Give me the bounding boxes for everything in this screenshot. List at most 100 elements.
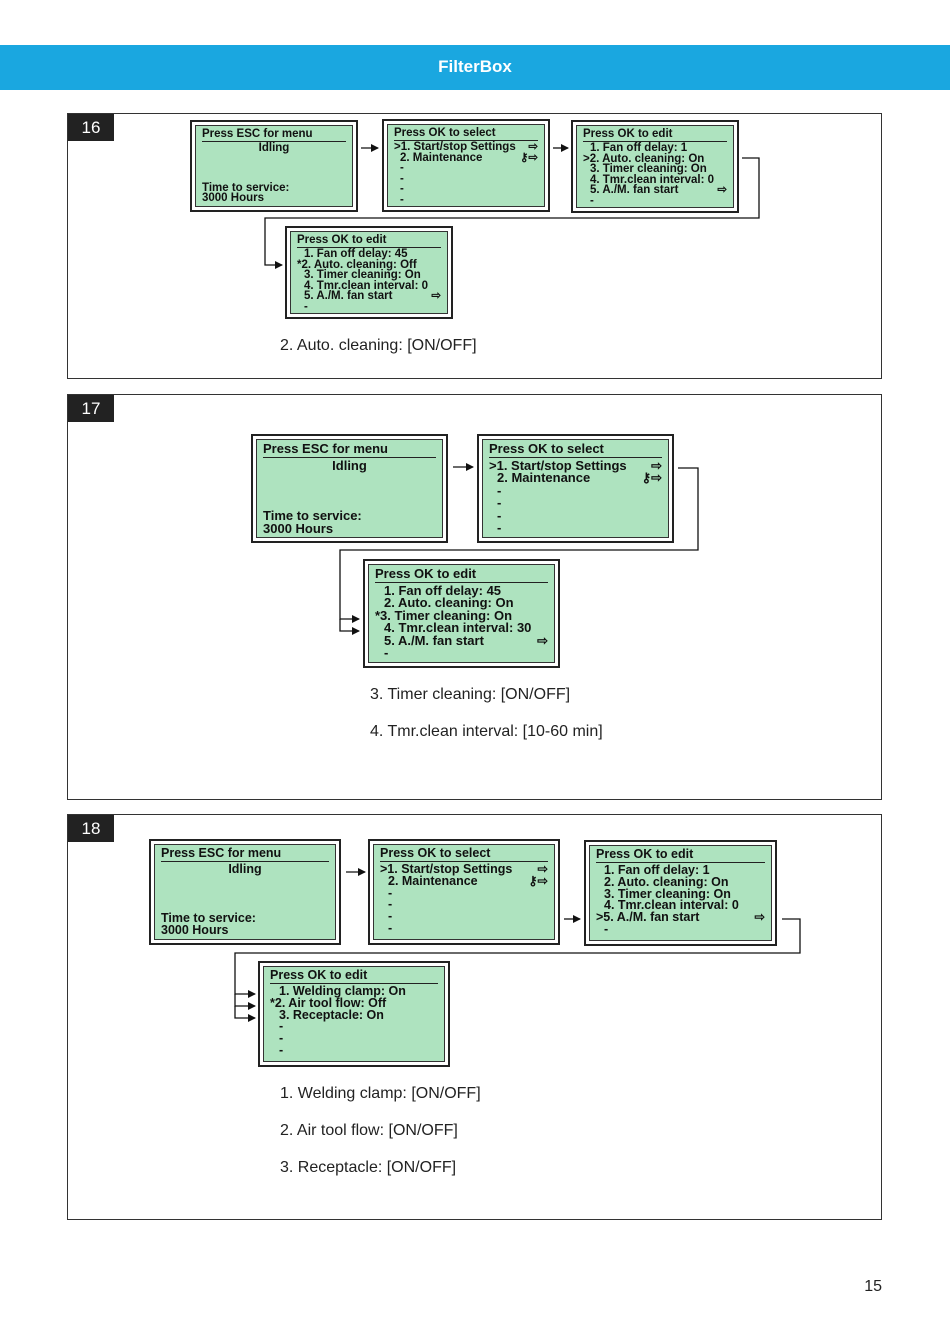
screen-status: Idling [258, 142, 290, 154]
menu-item: - [388, 920, 393, 935]
right-arrow-icon [234, 918, 801, 998]
menu-item: 4. Tmr.clean interval: 30 [384, 620, 532, 636]
menu-item: - [400, 183, 404, 196]
menu-item: >1. Start/stop Settings⇨ [380, 862, 548, 876]
screen-title: Press ESC for menu [263, 441, 436, 458]
step-caption: 3. Timer cleaning: [ON/OFF] [370, 686, 571, 703]
right-arrow-icon [339, 619, 360, 635]
lcd-screen-idle: Press ESC for menu Idling Time to servic… [251, 434, 448, 543]
screen-title: Press ESC for menu [202, 127, 346, 142]
page-number: 15 [864, 1278, 882, 1295]
menu-item: - [388, 885, 393, 900]
right-outline-arrow-icon: ⇨ [537, 862, 548, 876]
menu-item: 1. Fan off delay: 1 [590, 142, 688, 154]
service-value: 3000 Hours [161, 923, 229, 938]
right-outline-arrow-icon: ⇨ [651, 458, 662, 473]
step-number: 18 [68, 815, 114, 842]
menu-item: 4. Tmr.clean interval: 0 [304, 279, 429, 292]
menu-item: 2. Auto. cleaning: On [384, 595, 514, 611]
service-label: Time to service: [202, 181, 290, 194]
step-caption: 1. Welding clamp: [ON/OFF] [280, 1085, 481, 1102]
screen-title: Press OK to select [394, 126, 538, 141]
menu-item-editing: *2. Air tool flow: Off [270, 995, 387, 1010]
key-icon: ⚷⇨ [519, 151, 538, 164]
lcd-screen-edit-menu: Press OK to edit 1. Fan off delay: 1 2. … [584, 840, 777, 946]
screen-title: Press OK to edit [297, 233, 441, 248]
lcd-screen-select-menu: Press OK to select >1. Start/stop Settin… [368, 839, 560, 945]
menu-item: 2. Maintenance⚷⇨ [497, 470, 662, 486]
lcd-screen-edit-menu: Press OK to edit 1. Fan off delay: 1 >2.… [571, 120, 739, 213]
menu-item: 3. Timer cleaning: On [304, 269, 421, 282]
right-arrow-icon [234, 1006, 256, 1022]
step-caption: 3. Receptacle: [ON/OFF] [280, 1159, 457, 1176]
menu-item: >1. Start/stop Settings⇨ [489, 458, 662, 473]
menu-item: 2. Maintenance⚷⇨ [400, 151, 538, 164]
service-value: 3000 Hours [202, 192, 265, 205]
step-caption: 2. Air tool flow: [ON/OFF] [280, 1122, 458, 1139]
menu-item: 3. Timer cleaning: On [604, 886, 731, 901]
step-18-panel: 18 [67, 814, 882, 1220]
menu-item: 1. Fan off delay: 45 [384, 583, 502, 598]
menu-item: 2. Auto. cleaning: On [604, 874, 729, 889]
step-16-panel: 16 [67, 113, 882, 379]
step-number: 17 [68, 395, 114, 422]
menu-item: - [400, 172, 404, 185]
menu-item: 3. Receptacle: On [279, 1007, 384, 1022]
menu-item: - [279, 1019, 284, 1034]
menu-item-selected: >5. A./M. fan start⇨ [596, 910, 765, 925]
step-caption: 2. Auto. cleaning: [ON/OFF] [280, 337, 477, 354]
step-number: 16 [68, 114, 114, 141]
screen-title: Press OK to edit [270, 968, 438, 984]
lcd-screen-edit-timer-cleaning: Press OK to edit 1. Fan off delay: 45 2.… [363, 559, 560, 668]
menu-item: 5. A./M. fan start⇨ [304, 290, 441, 303]
service-label: Time to service: [161, 911, 256, 926]
screen-status: Idling [228, 862, 262, 876]
menu-item: - [400, 162, 404, 175]
screen-title: Press ESC for menu [161, 846, 329, 862]
lcd-screen-edit-options: Press OK to edit 1. Welding clamp: On *2… [258, 961, 450, 1067]
menu-item: - [384, 645, 389, 661]
menu-item: 1. Fan off delay: 1 [604, 863, 710, 877]
header-title: FilterBox [438, 57, 512, 76]
menu-item: 5. A./M. fan start⇨ [384, 632, 548, 648]
menu-item: - [279, 1042, 284, 1057]
right-outline-arrow-icon: ⇨ [754, 910, 765, 925]
menu-item: - [497, 482, 502, 498]
right-outline-arrow-icon: ⇨ [717, 184, 727, 197]
screen-title: Press OK to edit [375, 566, 548, 583]
right-arrow-icon [234, 994, 256, 1010]
key-icon: ⚷⇨ [528, 873, 548, 888]
screen-title: Press OK to select [380, 846, 548, 862]
key-icon: ⚷⇨ [641, 470, 662, 486]
lcd-screen-idle: Press ESC for menu Idling Time to servic… [149, 839, 341, 945]
right-outline-arrow-icon: ⇨ [537, 632, 548, 648]
menu-item-editing: *2. Auto. cleaning: Off [297, 258, 417, 271]
lcd-screen-select-menu: Press OK to select >1. Start/stop Settin… [477, 434, 674, 543]
menu-item: - [590, 194, 594, 207]
lcd-screen-edit-auto-cleaning: Press OK to edit 1. Fan off delay: 45 *2… [285, 226, 453, 319]
menu-item: 4. Tmr.clean interval: 0 [590, 173, 715, 186]
menu-item: 3. Timer cleaning: On [590, 163, 707, 176]
menu-item: - [497, 507, 502, 523]
right-arrow-icon [264, 157, 760, 269]
screen-title: Press OK to edit [596, 847, 765, 863]
menu-item: 1. Fan off delay: 45 [304, 248, 408, 260]
menu-item: 2. Maintenance⚷⇨ [388, 873, 548, 888]
menu-item: - [604, 921, 609, 936]
menu-item-editing: *3. Timer cleaning: On [375, 607, 513, 623]
menu-item: 4. Tmr.clean interval: 0 [604, 898, 739, 913]
menu-item: >1. Start/stop Settings⇨ [394, 141, 538, 153]
screen-title: Press OK to select [489, 441, 662, 458]
right-outline-arrow-icon: ⇨ [431, 290, 441, 303]
screen-status: Idling [332, 458, 367, 473]
step-caption: 4. Tmr.clean interval: [10-60 min] [370, 723, 603, 740]
menu-item: - [388, 897, 393, 912]
lcd-screen-idle: Press ESC for menu Idling Time to servic… [190, 120, 358, 212]
menu-item: - [497, 495, 502, 511]
lcd-screen-select-menu: Press OK to select >1. Start/stop Settin… [382, 119, 550, 212]
menu-item: - [304, 300, 308, 313]
menu-item: - [388, 909, 393, 924]
